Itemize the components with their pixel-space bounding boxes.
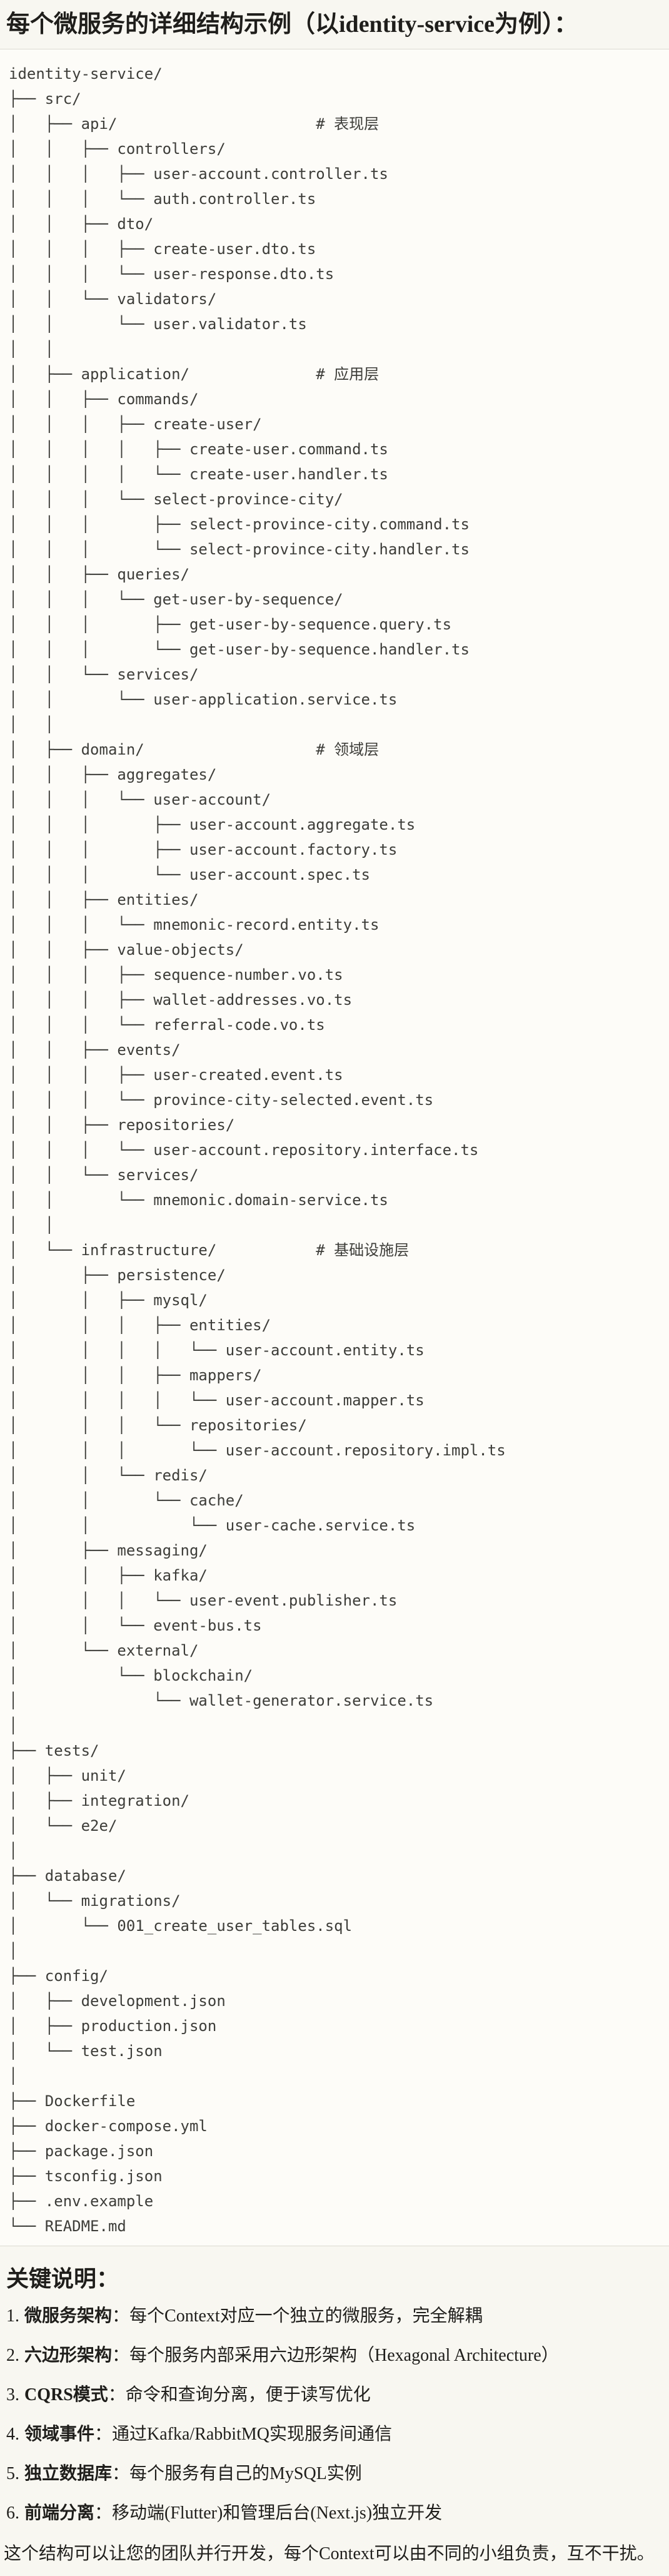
list-item-number: 1. [6,2306,19,2326]
list-item-number: 4. [6,2425,19,2444]
list-item-term: 微服务架构 [24,2306,113,2326]
list-item-term: 领域事件 [24,2425,95,2444]
list-item-description: ：每个Context对应一个独立的微服务，完全解耦 [112,2306,483,2326]
list-item-description: ：命令和查询分离，便于读写优化 [108,2385,371,2405]
list-item-description: ：通过Kafka/RabbitMQ实现服务间通信 [94,2425,392,2444]
notes-heading: 关键说明： [6,2266,119,2291]
list-item: 6.前端分离：移动端(Flutter)和管理后台(Next.js)独立开发 [6,2501,663,2526]
list-item-description: ：每个服务内部采用六边形架构（Hexagonal Architecture） [112,2346,559,2365]
code-block: identity-service/ ├── src/ │ ├── api/ # … [0,49,669,2246]
list-item-term: 前端分离 [24,2503,95,2523]
list-item-number: 3. [6,2385,19,2405]
list-item-number: 6. [6,2503,19,2523]
list-item-number: 5. [6,2464,19,2483]
closing-paragraph: 这个结构可以让您的团队并行开发，每个Context可以由不同的小组负责，互不干扰… [4,2544,655,2563]
list-item: 3.CQRS模式：命令和查询分离，便于读写优化 [6,2383,663,2408]
list-item: 1.微服务架构：每个Context对应一个独立的微服务，完全解耦 [6,2304,663,2329]
list-item: 2. 六边形架构：每个服务内部采用六边形架构（Hexagonal Architec… [6,2343,663,2368]
list-item-term: 六边形架构 [24,2346,113,2365]
page-title: 每个微服务的详细结构示例（以identity-service为例）： [6,11,578,38]
list-item-term: CQRS模式 [24,2385,108,2405]
notes-section: 关键说明： 1.微服务架构：每个Context对应一个独立的微服务，完全解耦 2… [0,2265,669,2567]
list-item: 5. 独立数据库：每个服务有自己的MySQL实例 [6,2461,663,2487]
list-item: 4. 领域事件：通过Kafka/RabbitMQ实现服务间通信 [6,2422,663,2447]
list-item-description: ：移动端(Flutter)和管理后台(Next.js)独立开发 [94,2503,443,2523]
list-item-term: 独立数据库 [24,2464,113,2483]
directory-tree: identity-service/ ├── src/ │ ├── api/ # … [9,65,506,2235]
list-item-description: ：每个服务有自己的MySQL实例 [112,2464,362,2483]
list-item-number: 2. [6,2346,19,2365]
